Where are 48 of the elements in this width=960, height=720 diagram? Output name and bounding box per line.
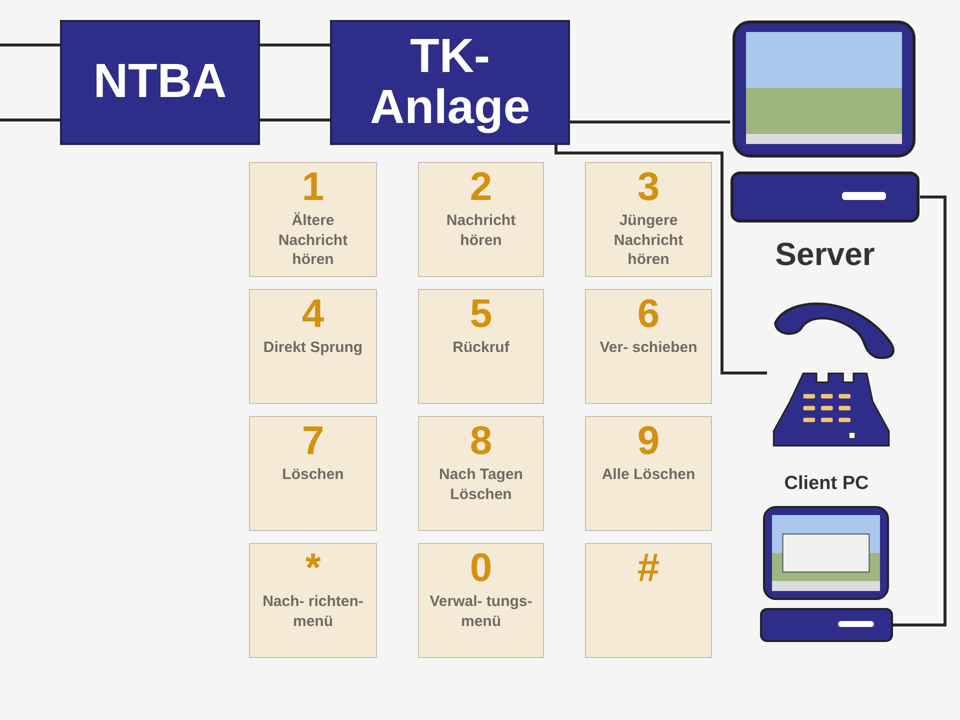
key-digit: 2 — [470, 167, 492, 207]
key-label: Nach Tagen Löschen — [438, 465, 524, 504]
device-caption: Client PC — [783, 472, 870, 496]
keypad-key — [585, 162, 712, 277]
key-label: Verwal- tungs- menü — [428, 592, 534, 631]
connection-line — [0, 118, 60, 122]
keypad-key — [585, 289, 712, 404]
keypad-key — [249, 162, 377, 277]
key-label: Löschen — [281, 465, 345, 484]
key-label: Nach- richten- menü — [262, 592, 364, 631]
connection-line — [260, 44, 330, 46]
keypad-key — [249, 543, 377, 658]
key-digit: 0 — [470, 548, 492, 588]
connection-line — [554, 145, 767, 374]
keypad-key — [249, 416, 377, 531]
device-label: NTBA — [93, 57, 227, 108]
connection-line — [260, 118, 330, 122]
key-label: Ältere Nachricht hören — [277, 211, 349, 270]
keypad-key — [418, 416, 544, 531]
connection-line — [893, 196, 946, 626]
device-caption: Server — [774, 235, 876, 274]
device-label: TK- Anlage — [368, 32, 532, 133]
device-box — [60, 20, 260, 145]
key-digit: 1 — [302, 167, 324, 207]
key-digit: 3 — [637, 167, 660, 207]
keypad-key — [249, 289, 377, 404]
key-digit: 7 — [302, 421, 324, 461]
key-digit: 5 — [470, 294, 492, 334]
key-label: Alle Löschen — [600, 465, 696, 484]
connection-line — [0, 44, 60, 46]
keypad-key — [418, 162, 544, 277]
key-digit: # — [637, 548, 660, 588]
key-digit: 8 — [470, 421, 492, 461]
key-digit: 6 — [637, 294, 660, 334]
keypad-key — [418, 543, 544, 658]
keypad-key — [585, 416, 712, 531]
key-label: Jüngere Nachricht hören — [612, 211, 684, 270]
keypad-key — [585, 543, 712, 658]
key-digit: 9 — [637, 421, 660, 461]
key-digit: * — [305, 548, 321, 588]
keypad-key — [418, 289, 544, 404]
device-box — [330, 20, 570, 145]
key-label: Ver- schieben — [598, 338, 698, 358]
connection-line — [570, 120, 730, 124]
key-label: Rückruf — [452, 338, 510, 358]
key-label: Direkt Sprung — [262, 338, 364, 358]
key-label: Nachricht hören — [445, 211, 517, 250]
key-digit: 4 — [302, 294, 324, 334]
